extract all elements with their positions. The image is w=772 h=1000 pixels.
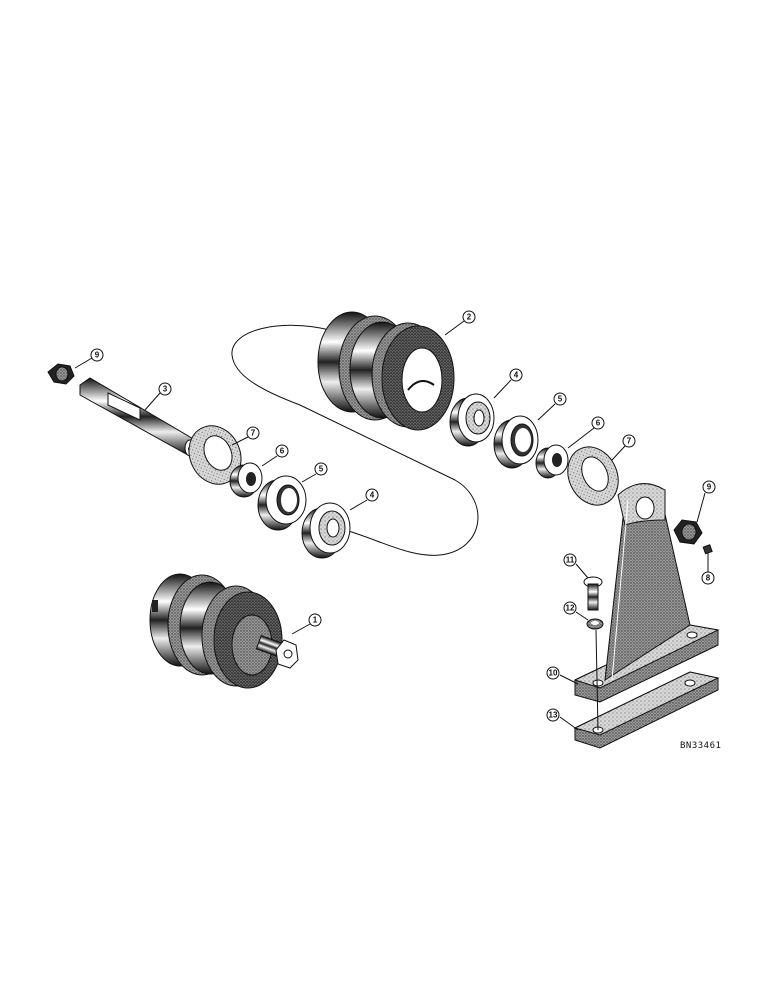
washer-icon — [567, 446, 619, 506]
callout-4-right[interactable]: 4 — [509, 368, 523, 382]
alignment-line — [595, 629, 599, 731]
callout-10[interactable]: 10 — [546, 666, 560, 680]
svg-text:9: 9 — [707, 483, 712, 492]
hex-nut-icon — [47, 363, 75, 385]
washer-icon — [188, 425, 242, 485]
ball-bearing-icon — [449, 393, 495, 447]
seal-icon — [257, 475, 307, 531]
svg-text:9: 9 — [95, 351, 100, 360]
callout-5-left[interactable]: 5 — [314, 462, 328, 476]
svg-text:1: 1 — [313, 616, 318, 625]
svg-text:4: 4 — [514, 371, 519, 380]
hex-nut-icon — [673, 519, 703, 545]
callout-9-left[interactable]: 9 — [90, 348, 104, 362]
callout-7-right[interactable]: 7 — [622, 434, 636, 448]
svg-text:7: 7 — [251, 429, 256, 438]
shaft-icon — [79, 377, 196, 457]
lock-washer-icon — [586, 618, 604, 630]
svg-text:10: 10 — [549, 669, 558, 678]
callout-2[interactable]: 2 — [462, 310, 476, 324]
callout-11[interactable]: 11 — [563, 553, 577, 567]
grouping-loop-line — [231, 324, 479, 556]
callout-4-left[interactable]: 4 — [365, 488, 379, 502]
svg-text:5: 5 — [558, 395, 563, 404]
grease-fitting-icon — [702, 544, 713, 555]
svg-text:11: 11 — [566, 556, 575, 565]
roller-icon — [317, 311, 455, 431]
bolt-icon — [583, 576, 603, 611]
callout-5-right[interactable]: 5 — [553, 392, 567, 406]
callout-13[interactable]: 13 — [546, 708, 560, 722]
svg-text:7: 7 — [627, 437, 632, 446]
callout-6-left[interactable]: 6 — [275, 444, 289, 458]
svg-text:4: 4 — [370, 491, 375, 500]
bracket-icon — [573, 483, 720, 703]
leader-lines — [74, 320, 709, 731]
callout-1[interactable]: 1 — [308, 613, 322, 627]
ball-bearing-icon — [301, 502, 351, 559]
drawing-code: BN33461 — [680, 741, 721, 751]
svg-text:6: 6 — [280, 447, 285, 456]
svg-text:2: 2 — [467, 313, 472, 322]
svg-text:13: 13 — [549, 711, 558, 720]
callout-9-right[interactable]: 9 — [702, 480, 716, 494]
svg-text:8: 8 — [706, 574, 711, 583]
seal-icon — [493, 415, 539, 469]
svg-text:6: 6 — [596, 419, 601, 428]
spacer-icon — [535, 444, 569, 479]
svg-text:3: 3 — [163, 385, 168, 394]
callout-8[interactable]: 8 — [701, 571, 715, 585]
spacer-icon — [229, 462, 263, 498]
svg-text:12: 12 — [566, 604, 575, 613]
roller-assembly-icon — [149, 573, 299, 689]
svg-text:5: 5 — [319, 465, 324, 474]
callout-6-right[interactable]: 6 — [591, 416, 605, 430]
shim-plate-icon — [573, 671, 720, 749]
callout-7-left[interactable]: 7 — [246, 426, 260, 440]
callout-12[interactable]: 12 — [563, 601, 577, 615]
callout-3[interactable]: 3 — [158, 382, 172, 396]
